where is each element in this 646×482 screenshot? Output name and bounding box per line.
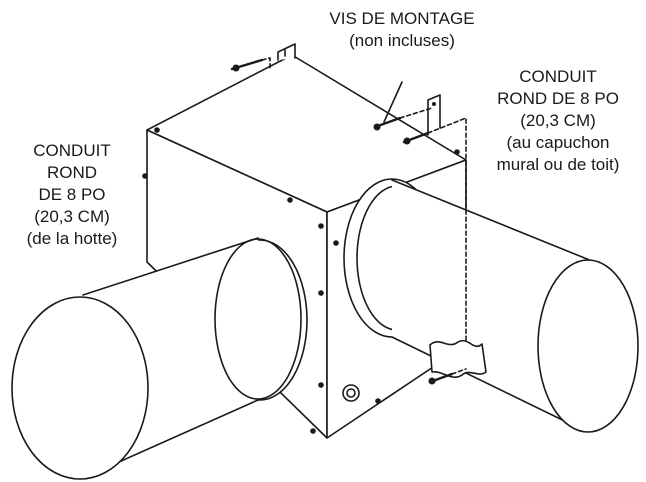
top-mounting-flange [277, 43, 296, 61]
duct-right-label: CONDUIT ROND DE 8 PO (20,3 CM) (au capuc… [496, 67, 620, 174]
screw-middle [373, 107, 433, 131]
electrical-fitting [342, 384, 360, 402]
duct-left-label: CONDUIT ROND DE 8 PO (20,3 CM) (de la ho… [26, 141, 118, 248]
duct-left-illustration [11, 237, 308, 480]
screw-right [402, 117, 467, 341]
cutaway-tear [429, 339, 487, 378]
right-mounting-flange [427, 94, 441, 136]
duct-right-illustration [343, 178, 639, 433]
screw-top-left [230, 57, 271, 72]
housing-rivets [142, 127, 465, 434]
screw-bottom [428, 368, 467, 385]
mounting-screws-label: VIS DE MONTAGE (non incluses) [329, 9, 475, 50]
mounting-screws-leader [383, 81, 403, 123]
